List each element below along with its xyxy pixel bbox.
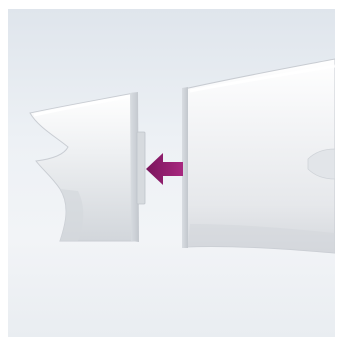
device-body — [182, 59, 335, 253]
attachment-illustration — [8, 9, 335, 337]
illustration-scene — [8, 9, 335, 337]
detachable-cap — [30, 92, 145, 242]
arrow-left-icon — [146, 153, 183, 185]
